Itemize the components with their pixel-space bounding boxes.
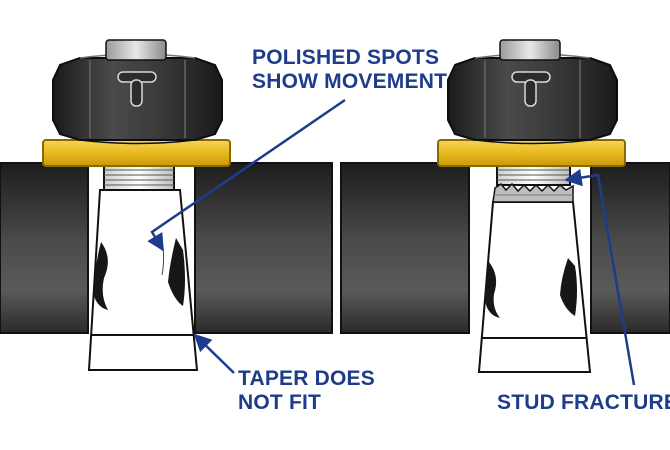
right-stud xyxy=(477,201,592,373)
polished-spots-label: POLISHED SPOTS SHOW MOVEMENT xyxy=(252,46,447,94)
stud-fracture-label: STUD FRACTURE xyxy=(497,391,670,415)
taper-label-line1: TAPER DOES xyxy=(238,367,375,390)
left-nut xyxy=(52,39,223,145)
polished-spots-label-line1: POLISHED SPOTS xyxy=(252,46,440,69)
taper-label-line2: NOT FIT xyxy=(238,391,322,414)
left-assembly xyxy=(0,39,333,371)
polished-spots-label-line2: SHOW MOVEMENT xyxy=(252,70,448,93)
right-assembly xyxy=(340,39,670,373)
taper-leader xyxy=(193,333,235,374)
right-nut xyxy=(447,39,618,145)
left-tube xyxy=(0,162,333,334)
stud-fracture-leader xyxy=(564,168,636,386)
left-stud xyxy=(87,189,199,371)
stud-fracture-label-line1: STUD FRACTURE xyxy=(497,391,670,414)
right-tube xyxy=(340,162,670,334)
right-threads-fractured xyxy=(492,164,574,203)
callout-lines xyxy=(147,98,636,386)
right-polished-spot-right xyxy=(560,258,577,316)
taper-does-not-fit-label: TAPER DOES NOT FIT xyxy=(238,367,375,415)
left-polished-spot-left xyxy=(93,242,108,310)
left-threads xyxy=(103,164,175,191)
polished-spots-leader xyxy=(147,98,346,252)
left-lock-pin xyxy=(117,71,157,107)
right-polished-spot-left xyxy=(485,262,500,318)
fracture-line xyxy=(492,182,574,203)
right-lock-pin xyxy=(511,71,551,107)
left-polished-spot-right xyxy=(168,238,185,306)
